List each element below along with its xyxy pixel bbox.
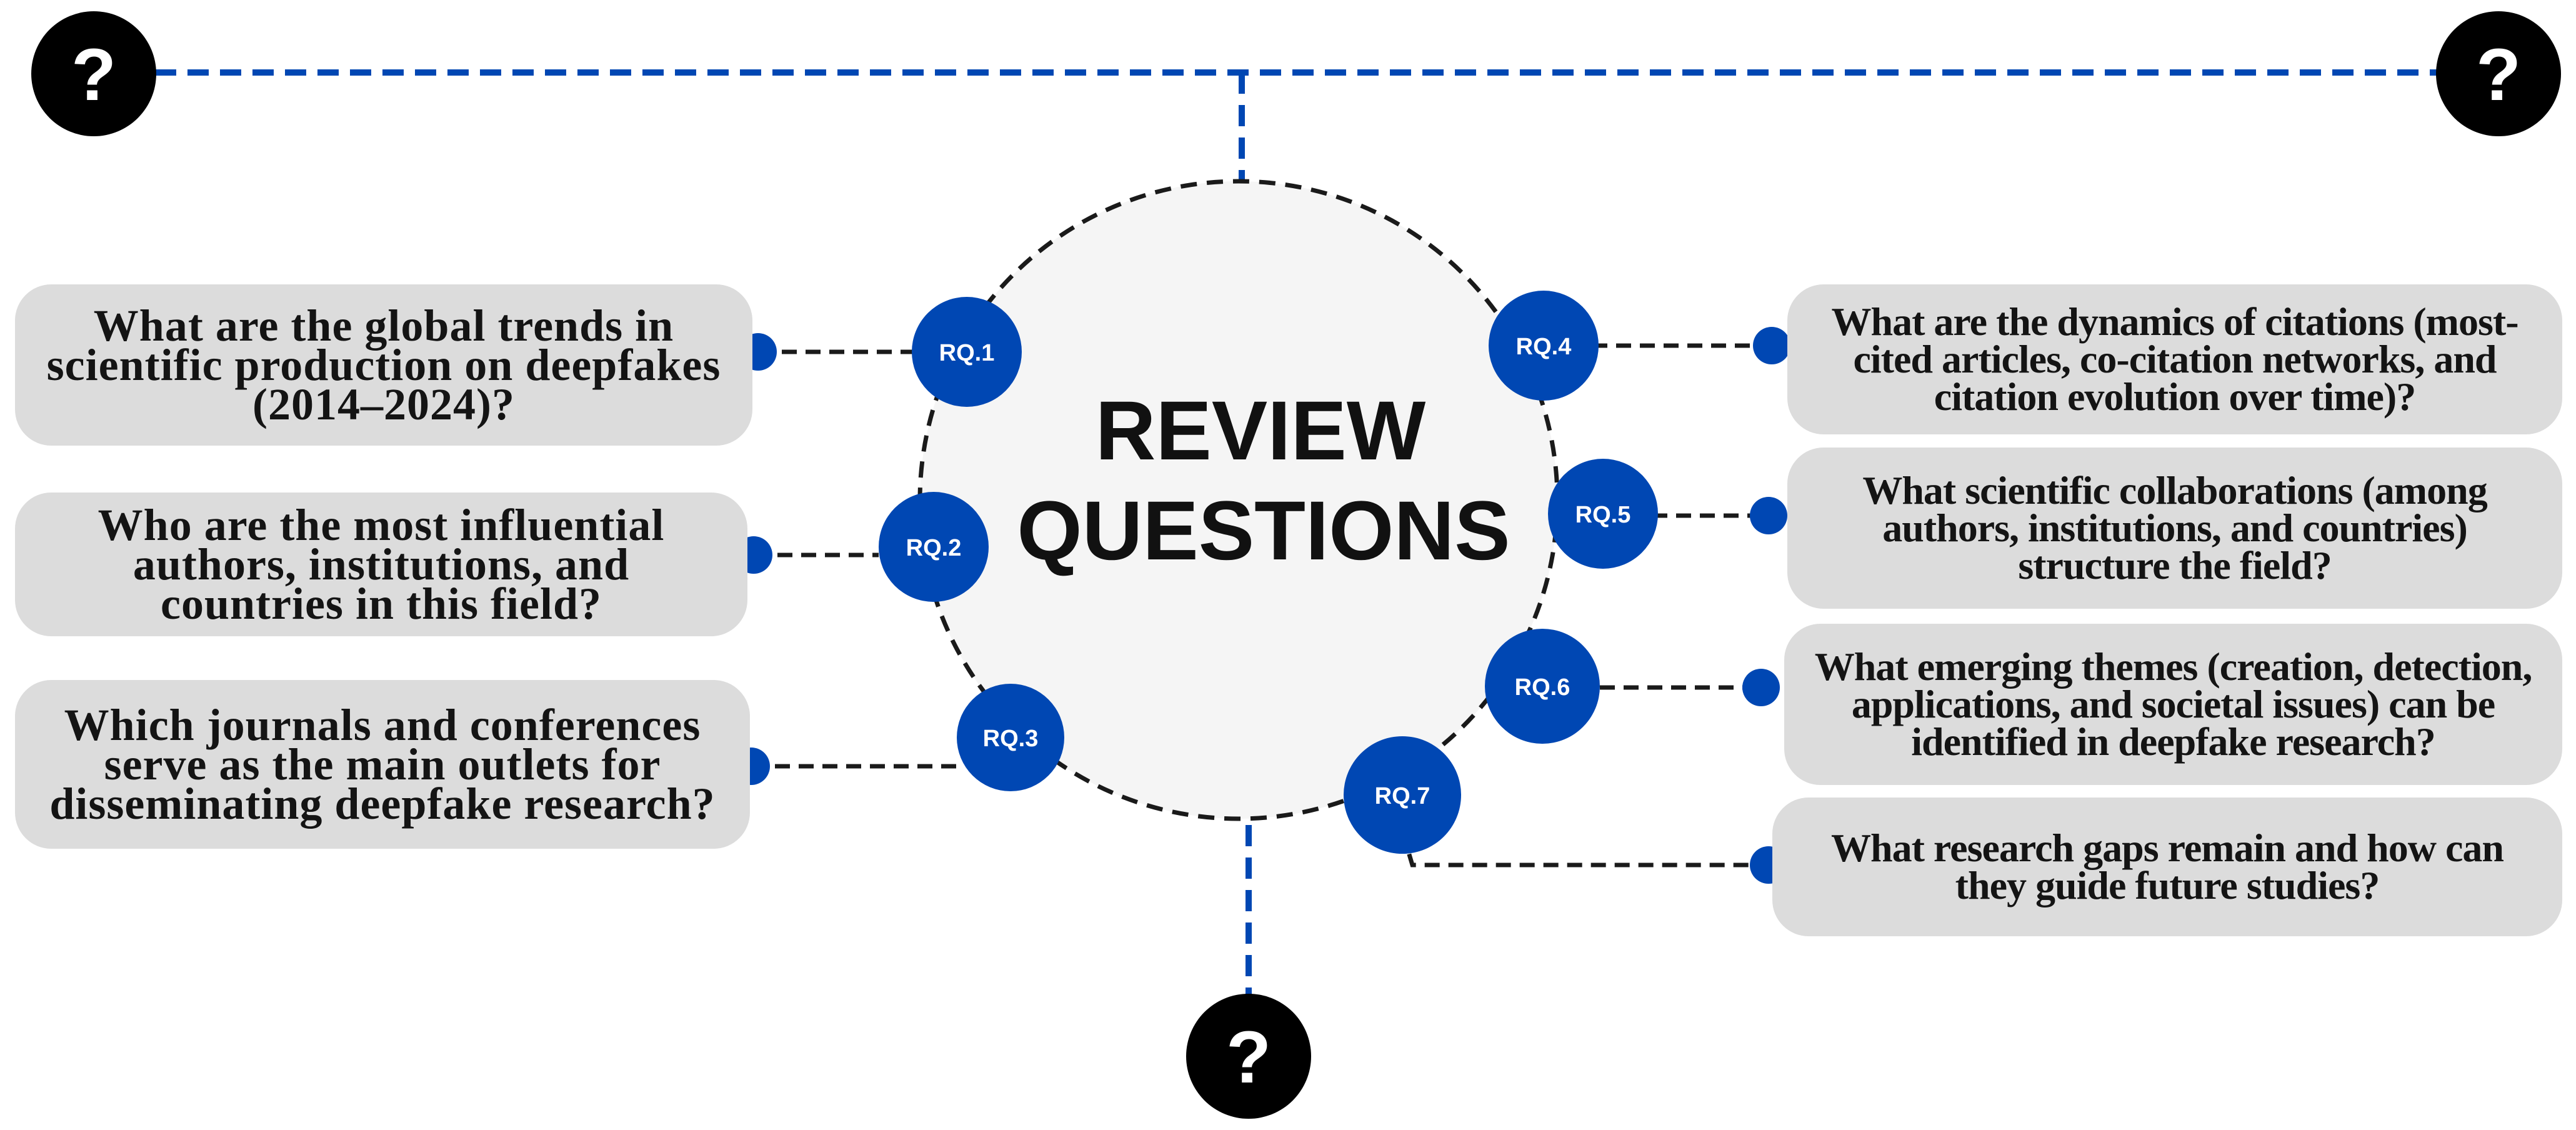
center-title-line2: QUESTIONS: [1017, 484, 1510, 578]
rq-node-7: RQ.7: [1344, 736, 1461, 854]
question-box-rq6: What emerging themes (creation, detectio…: [1784, 624, 2562, 785]
center-title-line1: REVIEW: [1096, 384, 1426, 478]
question-text-rq3: Which journals and conferences serve as …: [49, 699, 716, 829]
rq-node-label: RQ.4: [1516, 334, 1572, 360]
question-box-rq5: What scientific collaborations (among au…: [1787, 448, 2562, 609]
rq-node-label: RQ.5: [1575, 502, 1631, 528]
rq-node-4: RQ.4: [1489, 291, 1599, 401]
dot-rq5: [1750, 497, 1787, 534]
rq-node-5: RQ.5: [1548, 459, 1658, 569]
question-mark-icon: ?: [1186, 994, 1311, 1119]
rq-node-3: RQ.3: [957, 684, 1064, 791]
dot-rq6: [1742, 669, 1780, 706]
svg-text:?: ?: [1226, 1016, 1271, 1099]
dot-rq4: [1753, 327, 1790, 364]
connector-rq7: [1400, 831, 1769, 868]
question-mark-icon: ?: [31, 11, 156, 136]
rq-node-label: RQ.6: [1515, 674, 1570, 701]
question-box-rq3: Which journals and conferences serve as …: [15, 680, 750, 849]
question-text-rq7: What research gaps remain and how can th…: [1831, 826, 2504, 908]
question-text-rq6: What emerging themes (creation, detectio…: [1814, 644, 2533, 764]
question-text-rq5: What scientific collaborations (among au…: [1862, 468, 2487, 588]
question-box-rq2: Who are the most influential authors, in…: [15, 492, 747, 636]
question-box-rq7: What research gaps remain and how can th…: [1772, 798, 2562, 936]
svg-text:?: ?: [71, 34, 116, 116]
rq-node-label: RQ.2: [906, 535, 962, 561]
rq-node-2: RQ.2: [879, 492, 989, 602]
question-text-rq2: Who are the most influential authors, in…: [97, 499, 665, 629]
rq-node-6: RQ.6: [1485, 629, 1600, 744]
rq-node-label: RQ.3: [983, 726, 1039, 752]
question-box-rq4: What are the dynamics of citations (most…: [1787, 284, 2562, 434]
rq-node-label: RQ.7: [1375, 783, 1430, 809]
question-box-rq1: What are the global trends in scientific…: [15, 284, 752, 446]
question-text-rq4: What are the dynamics of citations (most…: [1831, 299, 2519, 419]
rq-node-label: RQ.1: [939, 340, 995, 366]
question-mark-icon: ?: [2436, 11, 2561, 136]
question-text-rq1: What are the global trends in scientific…: [46, 300, 721, 429]
svg-text:?: ?: [2476, 34, 2521, 116]
rq-node-1: RQ.1: [912, 297, 1022, 407]
top-dashed-line: [155, 69, 2440, 180]
